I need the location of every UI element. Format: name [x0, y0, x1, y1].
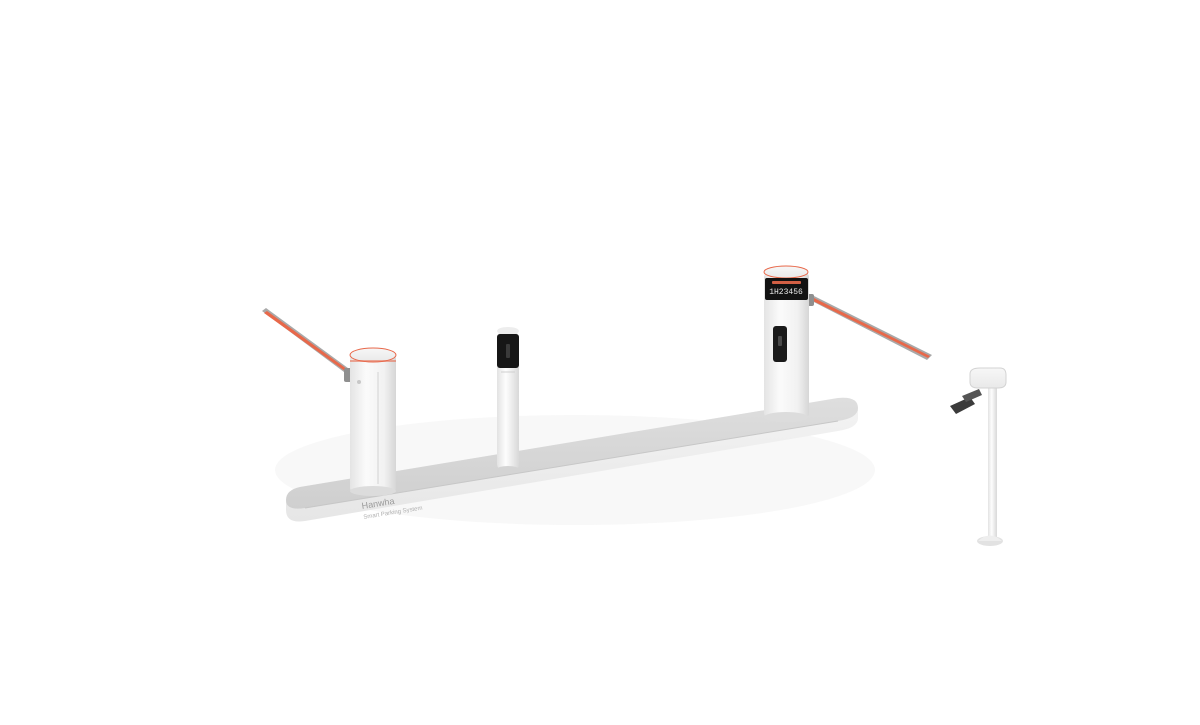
base-platform: [286, 397, 858, 522]
right-boom-arm: [804, 294, 932, 360]
camera-icon: [950, 389, 982, 414]
camera-pole: [950, 367, 1007, 546]
indicator-light-icon: [357, 380, 361, 384]
card-reader-icon: [506, 344, 510, 358]
center-reader-pole: [497, 327, 519, 472]
left-barrier-gate: [349, 347, 397, 496]
left-boom-arm: [262, 308, 354, 382]
right-barrier-gate: 1H23456: [763, 265, 809, 422]
led-display-text: 1H23456: [769, 288, 803, 297]
